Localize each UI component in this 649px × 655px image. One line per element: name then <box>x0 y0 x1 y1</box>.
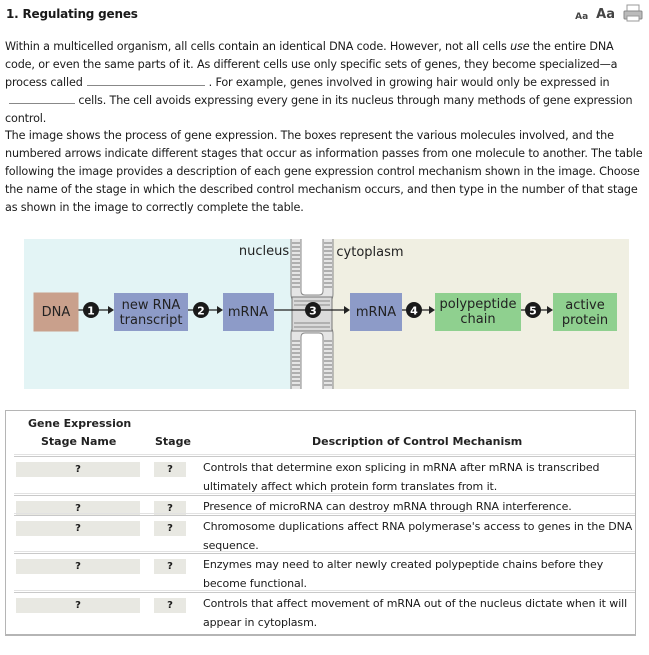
intro-text-3: . For example, genes involved in growing… <box>208 76 610 89</box>
mechanism-description: Controls that determine exon splicing in… <box>203 461 600 493</box>
stage-5-number: 5 <box>529 305 537 318</box>
polypeptide-label-line1: polypeptide <box>440 297 517 312</box>
table-row: ? ? Presence of microRNA can destroy mRN… <box>14 493 635 516</box>
arrowheads <box>108 306 553 314</box>
stage-name-dropdown[interactable]: ? <box>16 559 140 574</box>
active-protein-label-line2: protein <box>562 313 608 328</box>
print-icon[interactable] <box>623 4 643 22</box>
control-mechanism-table: Gene Expression Stage Name Stage Descrip… <box>5 410 636 636</box>
stage-4-marker <box>406 302 422 318</box>
stage-name-header-line2: Stage Name <box>41 435 117 448</box>
toolbar: Aa Aa <box>575 4 643 22</box>
nucleus-label: nucleus <box>239 244 289 259</box>
stage-header: Stage <box>155 435 191 448</box>
mechanism-description: Presence of microRNA can destroy mRNA th… <box>203 500 572 513</box>
nuclear-mrna-label: mRNA <box>228 305 268 320</box>
description-header: Description of Control Mechanism <box>312 435 523 448</box>
specialization-answer-field[interactable] <box>86 74 205 86</box>
gene-expression-diagram: nucleus cytoplasm DNA new RNA transcript… <box>24 239 629 389</box>
stage-2-marker <box>193 302 209 318</box>
table-row: ? ? Controls that determine exon splicin… <box>14 454 635 493</box>
stage-number-input[interactable]: ? <box>154 462 186 477</box>
table-row: ? ? Controls that affect movement of mRN… <box>14 590 635 629</box>
active-protein-label-line1: active <box>565 298 605 313</box>
polypeptide-chain-box <box>435 293 521 331</box>
increase-font-button[interactable]: Aa <box>596 7 615 22</box>
intro-text-1: Within a multicelled organism, all cells… <box>5 40 511 53</box>
intro-paragraph: Within a multicelled organism, all cells… <box>5 38 645 128</box>
intro-emphasis: use <box>510 40 530 53</box>
stage-2-number: 2 <box>197 305 205 318</box>
mechanism-description: Controls that affect movement of mRNA ou… <box>203 597 628 629</box>
mechanism-description: Chromosome duplications affect RNA polym… <box>203 520 633 552</box>
question-header: 1. Regulating genes Aa Aa <box>6 4 643 23</box>
dna-box <box>33 292 79 332</box>
polypeptide-label-line2: chain <box>460 312 495 327</box>
instructions-paragraph: The image shows the process of gene expr… <box>5 129 643 214</box>
stage-name-dropdown[interactable]: ? <box>16 598 140 613</box>
table-row: ? ? Enzymes may need to alter newly crea… <box>14 551 635 590</box>
nuclear-mrna-box <box>223 293 274 331</box>
stage-4-number: 4 <box>410 305 418 318</box>
stage-name-dropdown[interactable]: ? <box>16 501 140 516</box>
stage-1-marker <box>83 302 99 318</box>
stage-number-input[interactable]: ? <box>154 598 186 613</box>
intro-text-4: cells. The cell avoids expressing every … <box>5 94 633 125</box>
dna-label: DNA <box>42 305 71 320</box>
decrease-font-button[interactable]: Aa <box>575 12 589 22</box>
cytoplasm-mrna-box <box>350 293 402 331</box>
cell-type-answer-field[interactable] <box>9 92 75 104</box>
stage-3-marker <box>305 302 321 318</box>
stage-1-number: 1 <box>87 305 95 318</box>
stage-number-input[interactable]: ? <box>154 559 186 574</box>
new-rna-label-line2: transcript <box>120 313 183 328</box>
stage-markers: 1 2 3 4 5 <box>83 302 541 318</box>
cytoplasm-mrna-label: mRNA <box>356 305 396 320</box>
stage-name-header-line1: Gene Expression <box>28 417 132 430</box>
stage-name-dropdown[interactable]: ? <box>16 521 140 536</box>
intro-text-2: the entire DNA code, or even the same pa… <box>5 40 618 89</box>
stage-name-dropdown[interactable]: ? <box>16 462 140 477</box>
new-rna-transcript-box <box>114 293 188 331</box>
cytoplasm-label: cytoplasm <box>336 245 403 260</box>
new-rna-label-line1: new RNA <box>122 298 181 313</box>
question-title: 1. Regulating genes <box>6 7 138 21</box>
stage-5-marker <box>525 302 541 318</box>
table-row: ? ? Chromosome duplications affect RNA p… <box>14 513 635 552</box>
mechanism-description: Enzymes may need to alter newly created … <box>203 558 604 590</box>
stage-3-number: 3 <box>309 305 317 318</box>
stage-number-input[interactable]: ? <box>154 521 186 536</box>
stage-number-input[interactable]: ? <box>154 501 186 516</box>
active-protein-box <box>553 293 617 331</box>
